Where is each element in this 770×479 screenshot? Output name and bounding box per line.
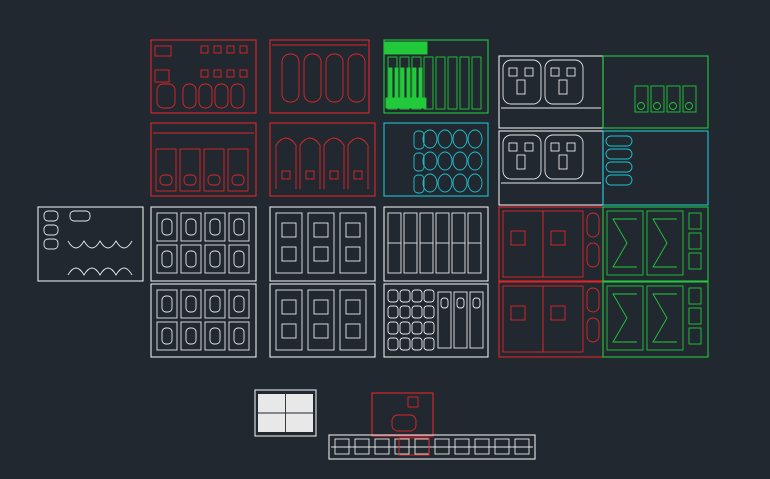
- drawing-sheet-10[interactable]: [602, 130, 709, 206]
- drawing-sheet-3[interactable]: [383, 39, 489, 114]
- drawing-sheet-1[interactable]: [150, 39, 257, 114]
- drawing-sheet-16[interactable]: [602, 206, 709, 282]
- drawing-sheet-4[interactable]: [498, 55, 604, 129]
- drawing-sheet-12[interactable]: [150, 206, 257, 282]
- drawing-sheet-11[interactable]: [37, 206, 144, 282]
- drawing-sheet-24[interactable]: [328, 434, 536, 460]
- drawing-sheet-20[interactable]: [498, 281, 604, 358]
- drawing-sheet-21[interactable]: [602, 281, 709, 358]
- drawing-sheet-9[interactable]: [498, 130, 604, 206]
- drawing-sheet-6[interactable]: [150, 122, 257, 197]
- drawing-sheet-18[interactable]: [269, 283, 376, 358]
- drawing-sheet-5[interactable]: [602, 55, 709, 129]
- drawing-sheet-22[interactable]: [254, 389, 317, 437]
- drawing-sheet-2[interactable]: [269, 39, 370, 114]
- drawing-sheet-19[interactable]: [383, 283, 489, 358]
- drawing-sheet-14[interactable]: [383, 206, 489, 282]
- drawing-sheet-23[interactable]: [371, 392, 434, 437]
- drawing-sheet-7[interactable]: [269, 122, 376, 197]
- drawing-sheet-17[interactable]: [150, 283, 257, 358]
- drawing-sheet-15[interactable]: [498, 206, 604, 282]
- drawing-sheet-8[interactable]: [383, 122, 489, 197]
- drawing-sheet-13[interactable]: [269, 206, 376, 282]
